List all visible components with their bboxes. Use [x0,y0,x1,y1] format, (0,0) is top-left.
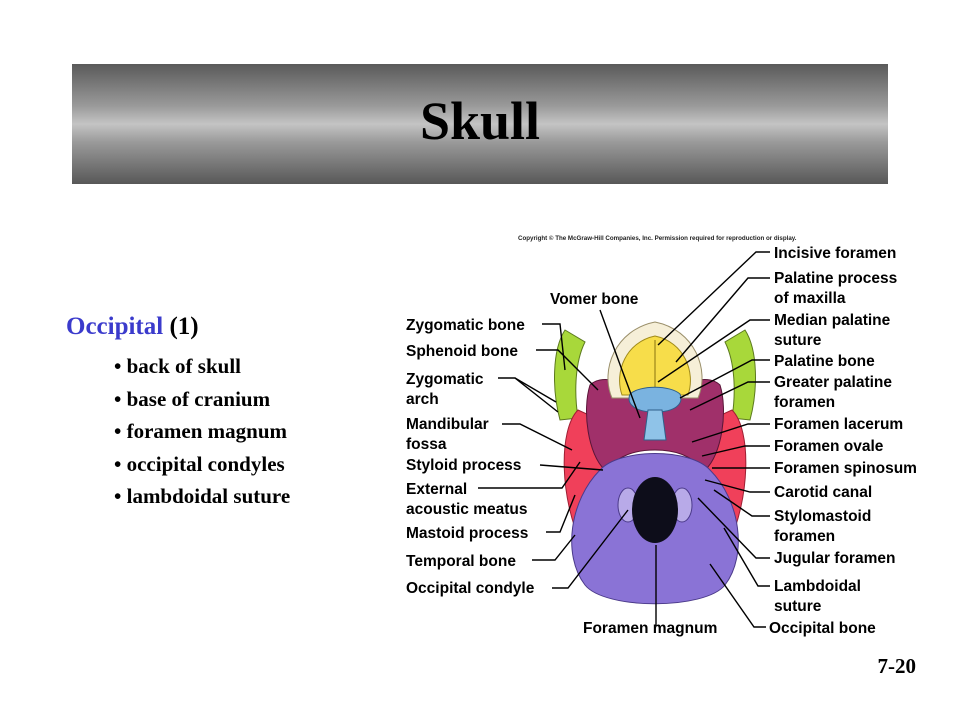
label-lambdoidal-2: suture [774,598,822,615]
label-vomer-bone: Vomer bone [550,291,639,308]
leader-line [552,509,629,589]
label-foramen-ovale: Foramen ovale [774,438,884,455]
label-greater-palatine-2: foramen [774,394,835,411]
vomer-bone [643,409,667,441]
leader-line [546,494,576,533]
leader-lines [478,251,770,628]
slide-number: 7-20 [877,654,917,678]
leader-line [657,319,770,383]
label-stylomastoid-1: Stylomastoid [774,508,871,525]
label-sphenoid-bone: Sphenoid bone [406,343,518,360]
copyright-notice: Copyright © The McGraw-Hill Companies, I… [518,235,797,242]
leader-line [536,349,599,391]
label-palatine-process-2: of maxilla [774,290,846,307]
leader-line [691,423,770,443]
label-occipital-bone: Occipital bone [769,620,876,637]
label-median-palatine-1: Median palatine [774,312,891,329]
label-occipital-condyle: Occipital condyle [406,580,535,597]
title-bar: Skull [72,64,888,184]
label-median-palatine-2: suture [774,332,822,349]
leader-line [478,461,581,489]
leader-line [713,489,770,517]
leader-line [514,377,557,403]
leader-line [701,445,770,457]
leader-line [657,251,770,346]
label-mandibular-fossa-2: fossa [406,436,447,453]
label-foramen-lacerum: Foramen lacerum [774,416,903,433]
label-palatine-bone: Palatine bone [774,353,875,370]
bullet-item: occipital condyles [114,448,290,481]
leader-line [697,497,770,559]
zygomatic-bone-right [724,329,756,421]
label-mastoid-process: Mastoid process [406,525,528,542]
label-external-meatus-2: acoustic meatus [406,501,527,518]
leader-line [539,464,604,471]
label-carotid-canal: Carotid canal [774,484,872,501]
leader-line [675,277,770,363]
label-greater-palatine-1: Greater palatine [774,374,892,391]
palatine-bone [628,386,682,413]
label-stylomastoid-2: foramen [774,528,835,545]
label-foramen-magnum: Foramen magnum [583,620,717,637]
bone-heading: Occipital (1) [66,313,199,341]
bullet-list: back of skull base of cranium foramen ma… [114,350,291,513]
skull-illustration [554,321,756,605]
leader-line [502,423,573,451]
leader-line [498,377,559,413]
leader-line [709,563,766,628]
leader-line [599,309,641,419]
label-external-meatus-1: External [406,481,467,498]
heading-count: (1) [163,313,199,340]
label-foramen-spinosum: Foramen spinosum [774,460,917,477]
bullet-item: back of skull [114,350,290,383]
label-lambdoidal-1: Lambdoidal [774,578,861,595]
label-zygomatic-arch-1: Zygomatic [406,371,484,388]
leader-line [704,479,770,493]
label-palatine-process-1: Palatine process [774,270,897,287]
bullet-item: lambdoidal suture [114,480,291,513]
label-mandibular-fossa-1: Mandibular [406,416,489,433]
slide-title: Skull [419,91,541,151]
label-styloid-process: Styloid process [406,457,521,474]
heading-term: Occipital [66,313,164,340]
figure-labels: Vomer bone Zygomatic bone Sphenoid bone … [406,245,917,637]
leader-line [689,381,770,411]
label-jugular-foramen: Jugular foramen [774,550,895,567]
leader-line [723,527,770,587]
bullet-item: foramen magnum [114,415,290,448]
zygomatic-bone-left [554,329,586,421]
label-temporal-bone: Temporal bone [406,553,516,570]
label-zygomatic-arch-2: arch [406,391,439,408]
label-incisive-foramen: Incisive foramen [774,245,896,262]
foramen-magnum [632,477,678,543]
bullet-item: base of cranium [114,383,290,416]
leader-line [679,359,770,399]
label-zygomatic-bone: Zygomatic bone [406,317,525,334]
leader-line [532,534,576,561]
